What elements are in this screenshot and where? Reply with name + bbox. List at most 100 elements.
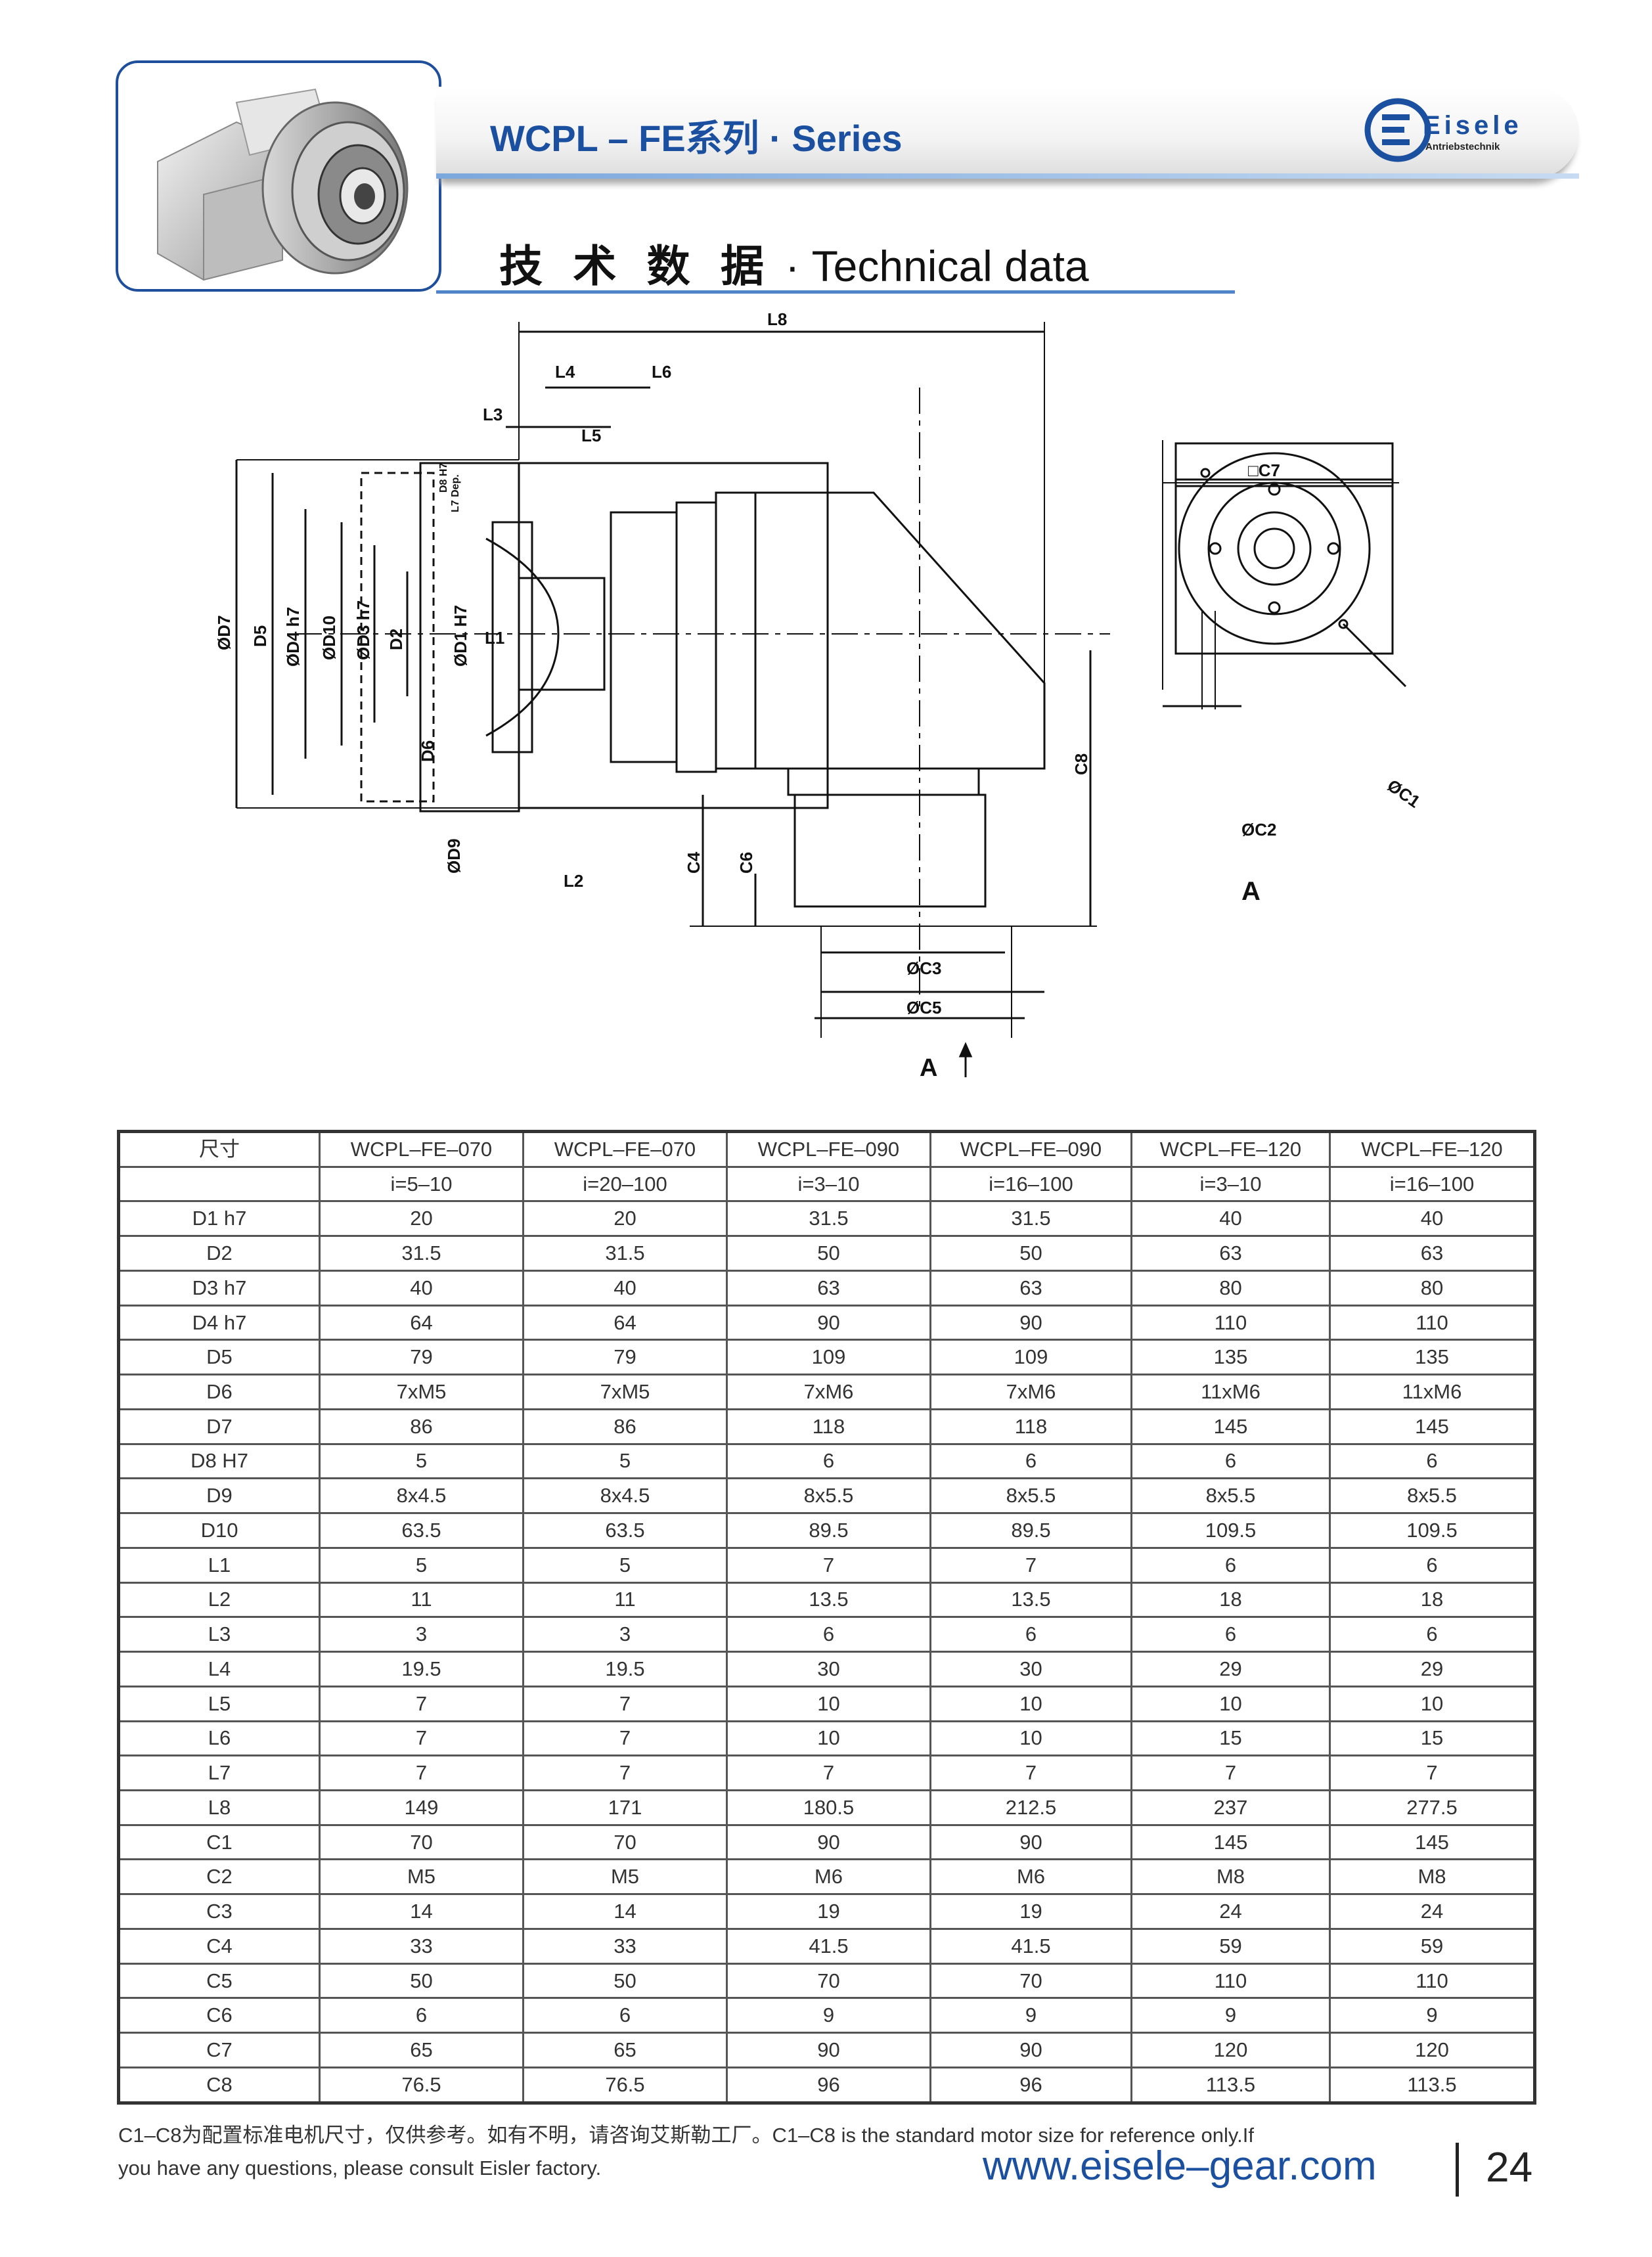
value-cell: 70 (319, 1823, 524, 1861)
value-cell: 24 (1329, 1893, 1536, 1930)
value-cell: 113.5 (1130, 2066, 1331, 2105)
dim-label-D10: ØD10 (319, 615, 339, 660)
row-label: C4 (118, 1927, 321, 1965)
value-cell: 50 (726, 1235, 931, 1272)
row-label: L7 (118, 1754, 321, 1791)
section-title-separator: · (773, 242, 812, 290)
value-cell: 96 (929, 2066, 1132, 2105)
value-cell: 18 (1130, 1581, 1331, 1619)
dim-label-D9: ØD9 (444, 839, 464, 874)
value-cell: 20 (522, 1200, 728, 1238)
row-label: C1 (118, 1823, 321, 1861)
row-label: D2 (118, 1235, 321, 1272)
value-cell: 80 (1329, 1269, 1536, 1307)
value-cell: 113.5 (1329, 2066, 1536, 2105)
value-cell: 7 (319, 1754, 524, 1791)
dim-label-L7: L7 Dep. (450, 474, 461, 512)
value-cell: 31.5 (522, 1235, 728, 1272)
value-cell: 7 (522, 1754, 728, 1791)
value-cell: 10 (1130, 1685, 1331, 1722)
dim-label-L1: L1 (485, 628, 504, 648)
value-cell: 6 (726, 1442, 931, 1480)
value-cell: 237 (1130, 1789, 1331, 1826)
value-cell: 110 (1130, 1304, 1331, 1341)
dim-label-C7: □C7 (1248, 460, 1280, 480)
dim-label-D3: ØD3 h7 (353, 600, 373, 660)
value-cell: 8x5.5 (929, 1477, 1132, 1515)
value-cell: 6 (1130, 1442, 1331, 1480)
value-cell: 29 (1130, 1651, 1331, 1687)
value-cell: M5 (522, 1858, 728, 1896)
value-cell: 70 (929, 1962, 1132, 2000)
model-header: WCPL–FE–090 (726, 1130, 931, 1168)
value-cell: 8x4.5 (522, 1477, 728, 1515)
value-cell: 80 (1130, 1269, 1331, 1307)
eisele-logo-mark: Eisele Antriebstechnik (1364, 98, 1523, 162)
value-cell: 96 (726, 2066, 931, 2105)
dim-label-D7: ØD7 (214, 615, 234, 650)
dim-label-C2: ØC2 (1241, 820, 1276, 839)
value-cell: 180.5 (726, 1789, 931, 1826)
logo-wordmark: Eisele (1423, 111, 1523, 140)
value-cell: 7 (1130, 1754, 1331, 1791)
model-header: WCPL–FE–090 (929, 1130, 1132, 1168)
view-arrow-label: A (920, 1054, 937, 1082)
page-number: 24 (1486, 2143, 1533, 2191)
value-cell: 19.5 (319, 1651, 524, 1687)
value-cell: 110 (1329, 1962, 1536, 2000)
dim-label-C5: ØC5 (906, 998, 941, 1017)
footer-note-line1: C1–C8为配置标准电机尺寸，仅供参考。如有不明，请咨询艾斯勒工厂。C1–C8 … (118, 2124, 1254, 2147)
value-cell: M6 (929, 1858, 1132, 1896)
row-label: L6 (118, 1720, 321, 1757)
value-cell: 40 (319, 1269, 524, 1307)
row-label: C6 (118, 1997, 321, 2034)
footer-note: C1–C8为配置标准电机尺寸，仅供参考。如有不明，请咨询艾斯勒工厂。C1–C8 … (118, 2119, 1254, 2185)
value-cell: 65 (522, 2032, 728, 2068)
value-cell: 6 (1329, 1616, 1536, 1653)
value-cell: 7 (726, 1546, 931, 1584)
value-cell: 31.5 (319, 1235, 524, 1272)
value-cell: 31.5 (726, 1200, 931, 1238)
value-cell: 50 (522, 1962, 728, 2000)
value-cell: 86 (319, 1408, 524, 1445)
value-cell: 15 (1329, 1720, 1536, 1757)
value-cell: 7 (929, 1754, 1132, 1791)
value-cell: 41.5 (726, 1927, 931, 1965)
technical-drawing: L8 L4 L6 L3 L5 D8 H7 L7 Dep. ØD7 D5 ØD4 … (214, 309, 1424, 1082)
value-cell: 63 (726, 1269, 931, 1307)
value-cell: 9 (929, 1997, 1132, 2034)
website-link[interactable]: www.eisele–gear.com (983, 2143, 1377, 2189)
value-cell: 79 (522, 1339, 728, 1376)
value-cell: 63.5 (319, 1512, 524, 1549)
value-cell: 118 (929, 1408, 1132, 1445)
row-label: C8 (118, 2066, 321, 2105)
row-label: D6 (118, 1374, 321, 1410)
footer-note-line2: you have any questions, please consult E… (118, 2156, 602, 2179)
value-cell: 120 (1329, 2032, 1536, 2068)
value-cell: 13.5 (929, 1581, 1132, 1619)
value-cell: 14 (522, 1893, 728, 1930)
row-label: L1 (118, 1546, 321, 1584)
value-cell: 90 (929, 1304, 1132, 1341)
value-cell: 33 (522, 1927, 728, 1965)
value-cell: 5 (319, 1546, 524, 1584)
dim-label-C3: ØC3 (906, 958, 941, 978)
row-label: C5 (118, 1962, 321, 2000)
section-rule (436, 290, 1235, 294)
value-cell: 90 (726, 2032, 931, 2068)
value-cell: 63.5 (522, 1512, 728, 1549)
dim-label-C4: C4 (684, 851, 703, 874)
value-cell: 7 (1329, 1754, 1536, 1791)
value-cell: 109 (726, 1339, 931, 1376)
value-cell: 19 (929, 1893, 1132, 1930)
section-title-en: Technical data (811, 242, 1089, 290)
dim-label-L4: L4 (555, 362, 575, 382)
value-cell: 5 (522, 1546, 728, 1584)
